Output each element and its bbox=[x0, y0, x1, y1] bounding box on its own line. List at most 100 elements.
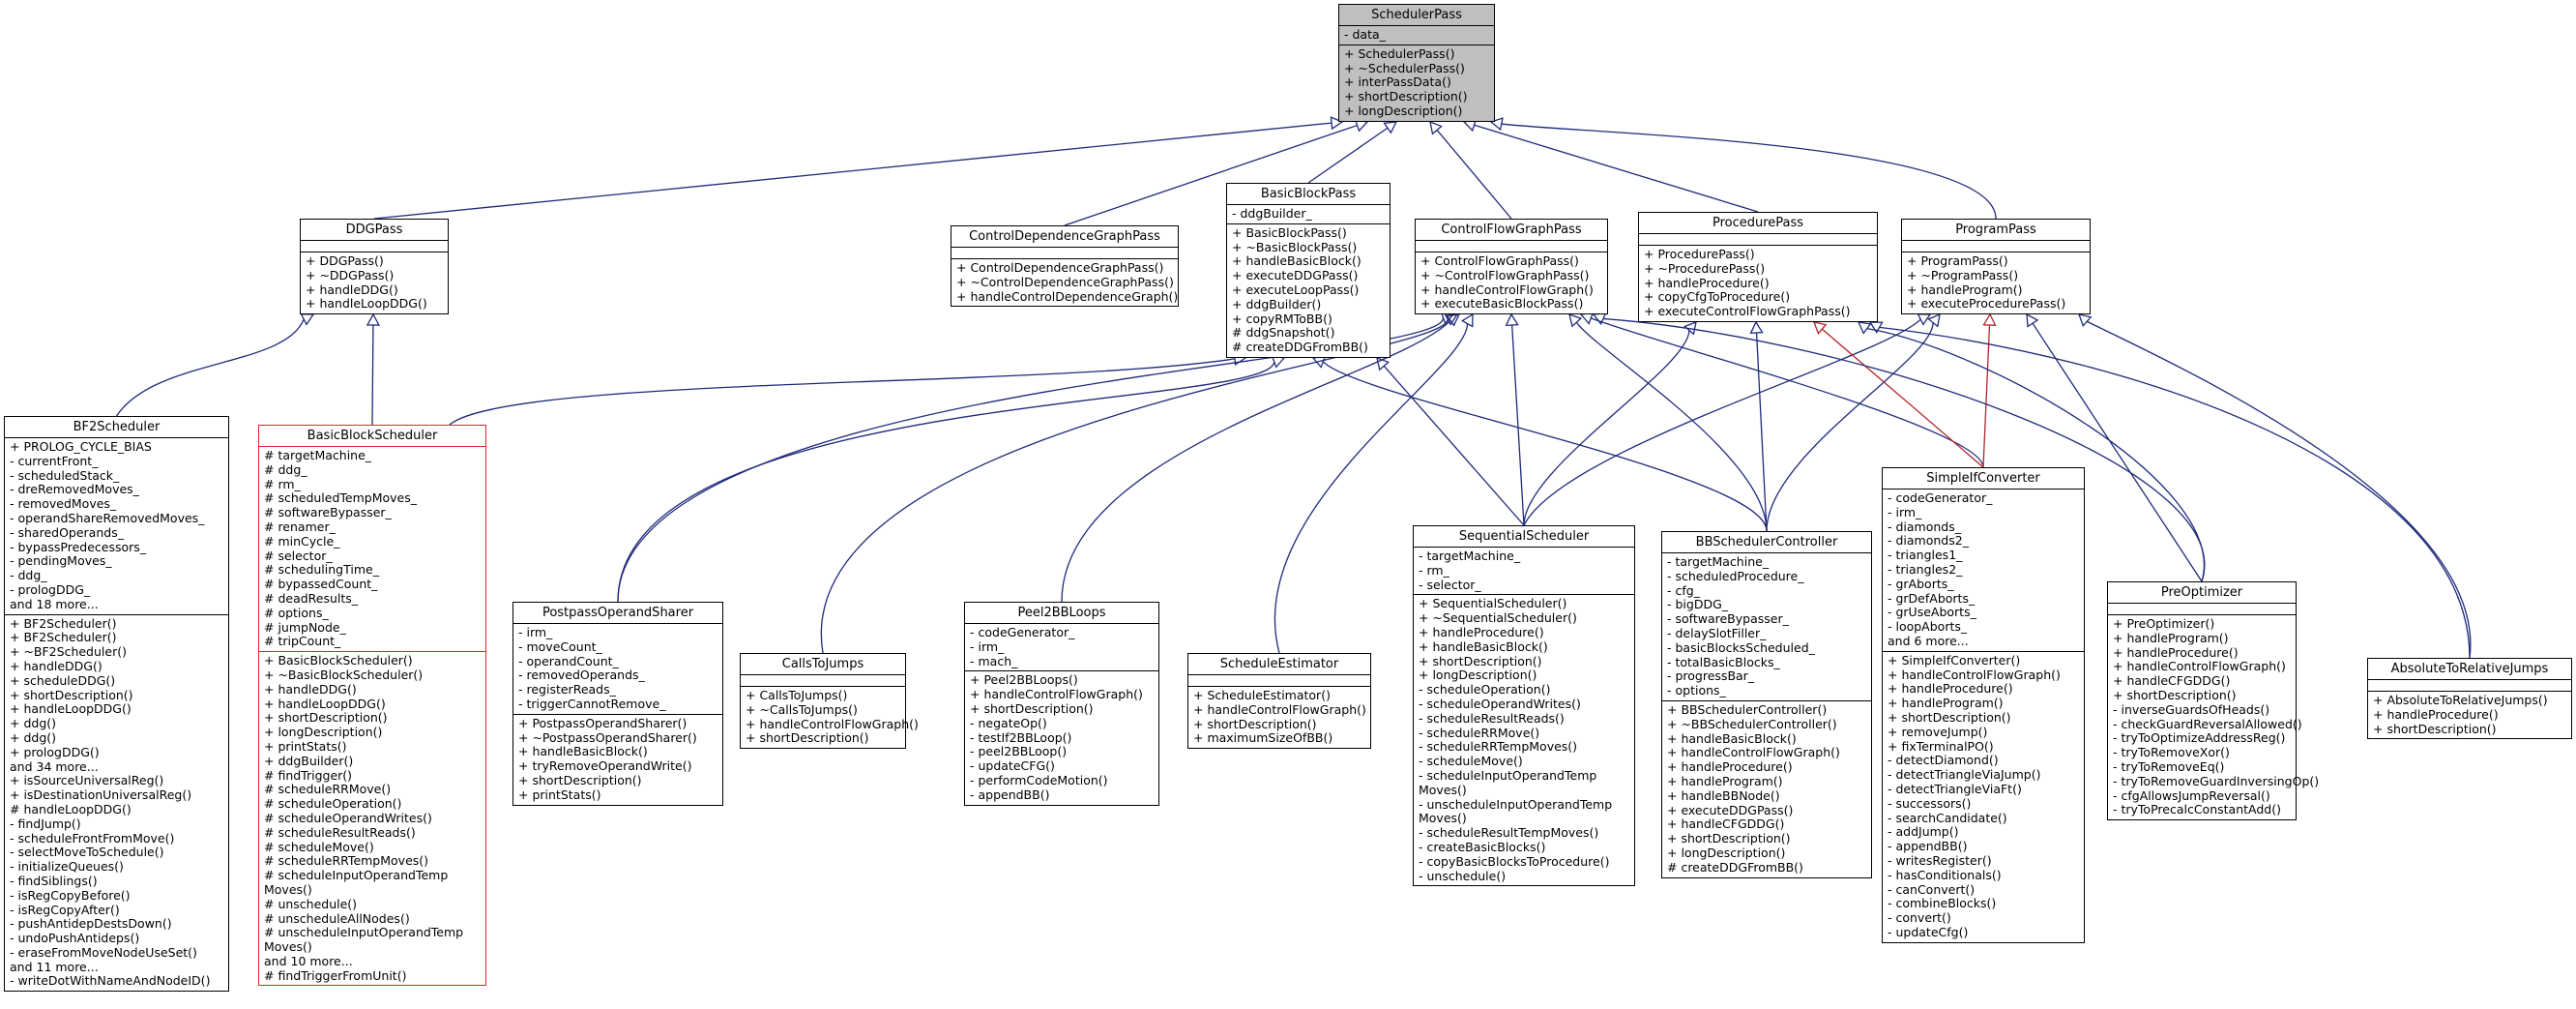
method-line: + Peel2BBLoops() bbox=[970, 672, 1078, 688]
inheritance-arrowhead bbox=[1505, 312, 1519, 327]
method-line: + handleProcedure() bbox=[1644, 275, 1770, 290]
method-line: - scheduleResultTempMoves() bbox=[1419, 825, 1599, 841]
method-line: # unscheduleAllNodes() bbox=[264, 910, 410, 926]
class-node-procedure-pass[interactable]: ProcedurePass+ ProcedurePass()+ ~Procedu… bbox=[1638, 212, 1878, 322]
class-node-simple-if-converter[interactable]: SimpleIfConverter- codeGenerator_- irm_-… bbox=[1882, 467, 2085, 943]
method-line: + handleControlFlowGraph() bbox=[970, 687, 1143, 702]
method-line: + handleProgram() bbox=[1888, 696, 2004, 711]
attribute-line: - triggerCannotRemove_ bbox=[518, 696, 666, 711]
class-node-calls-to-jumps[interactable]: CallsToJumps+ CallsToJumps()+ ~CallsToJu… bbox=[740, 653, 919, 750]
method-line: + ~ControlFlowGraphPass() bbox=[1420, 267, 1590, 282]
edge-procedure-pass-to-scheduler-pass bbox=[1474, 124, 1759, 213]
attribute-line: and 18 more... bbox=[10, 596, 99, 611]
class-node-sequential-scheduler[interactable]: SequentialScheduler- targetMachine_- rm_… bbox=[1413, 525, 1635, 887]
method-line: - tryToOptimizeAddressReg() bbox=[2113, 730, 2286, 746]
method-line: - findSiblings() bbox=[10, 873, 98, 888]
attribute-line: - ddg_ bbox=[10, 568, 47, 583]
class-node-control-flow-graph-pass[interactable]: ControlFlowGraphPass+ ControlFlowGraphPa… bbox=[1415, 219, 1608, 315]
class-node-ddg-pass[interactable]: DDGPass+ DDGPass()+ ~DDGPass()+ handleDD… bbox=[300, 219, 449, 315]
method-line: + executeDDGPass() bbox=[1232, 268, 1359, 283]
class-node-absolute-to-relative-jumps[interactable]: AbsoluteToRelativeJumps + AbsoluteToRelat… bbox=[2367, 658, 2572, 740]
edge-pre-optimizer-to-program-pass bbox=[2032, 322, 2203, 582]
attribute-line: - bypassPredecessors_ bbox=[10, 539, 147, 554]
attribute-line: - moveCount_ bbox=[518, 638, 602, 654]
attribute-line: - options_ bbox=[1667, 683, 1726, 698]
method-line: - negateOp() bbox=[970, 715, 1047, 730]
methods-section: + PreOptimizer()+ handleProgram()+ handl… bbox=[2108, 614, 2319, 819]
attribute-line: - removedOperands_ bbox=[518, 668, 645, 683]
class-name: SequentialScheduler bbox=[1458, 529, 1590, 544]
class-node-schedule-estimator[interactable]: ScheduleEstimator+ ScheduleEstimator()+ … bbox=[1187, 653, 1371, 750]
attribute-line: # jumpNode_ bbox=[264, 619, 346, 635]
method-line: + ~DDGPass() bbox=[306, 267, 395, 282]
class-node-basic-block-scheduler[interactable]: BasicBlockScheduler# targetMachine_# ddg… bbox=[258, 425, 486, 987]
methods-section: + DDGPass()+ ~DDGPass()+ handleDDG()+ ha… bbox=[301, 252, 448, 313]
attributes-section: - ddgBuilder_ bbox=[1227, 204, 1390, 223]
methods-section: + SchedulerPass()+ ~SchedulerPass()+ int… bbox=[1339, 44, 1494, 121]
attribute-line: # bypassedCount_ bbox=[264, 577, 378, 592]
attribute-line: - diamonds2_ bbox=[1888, 533, 1969, 549]
method-line: + ~CallsToJumps() bbox=[746, 701, 858, 717]
method-line: + handleProcedure() bbox=[1419, 624, 1544, 639]
class-name: SchedulerPass bbox=[1371, 8, 1462, 22]
class-node-bb-scheduler-controller[interactable]: BBSchedulerController- targetMachine_- s… bbox=[1661, 531, 1872, 878]
method-line: + handleLoopDDG() bbox=[306, 296, 427, 312]
attributes-section bbox=[1188, 674, 1370, 686]
edge-bb-scheduler-controller-to-basic-block-pass bbox=[1322, 361, 1768, 532]
attribute-line: - irm_ bbox=[970, 638, 1005, 654]
method-line: + handleDDG() bbox=[264, 681, 357, 697]
method-line: + handleControlFlowGraph() bbox=[1667, 745, 1840, 760]
method-line: + longDescription() bbox=[1344, 103, 1463, 118]
method-line: + isDestinationUniversalReg() bbox=[10, 787, 192, 803]
attributes-section: - data_ bbox=[1339, 25, 1494, 45]
method-line: - cfgAllowsJumpReversal() bbox=[2113, 787, 2270, 803]
class-node-control-dependence-graph-pass[interactable]: ControlDependenceGraphPass+ ControlDepen… bbox=[951, 225, 1179, 308]
attribute-line: - progressBar_ bbox=[1667, 668, 1755, 684]
methods-section: + BF2Scheduler()+ BF2Scheduler()+ ~BF2Sc… bbox=[5, 613, 228, 992]
methods-section: + BasicBlockPass()+ ~BasicBlockPass()+ h… bbox=[1227, 223, 1390, 357]
method-line: - updateCFG() bbox=[970, 758, 1055, 774]
method-line: + handleProcedure() bbox=[1888, 681, 2013, 697]
method-line: + shortDescription() bbox=[2113, 687, 2237, 702]
method-line: + ddgBuilder() bbox=[1232, 296, 1322, 312]
class-node-peel2-bb-loops[interactable]: Peel2BBLoops- codeGenerator_- irm_- mach… bbox=[964, 602, 1159, 806]
class-node-pre-optimizer[interactable]: PreOptimizer+ PreOptimizer()+ handleProg… bbox=[2107, 581, 2319, 821]
class-node-program-pass[interactable]: ProgramPass+ ProgramPass()+ ~ProgramPass… bbox=[1901, 219, 2091, 315]
method-line: + handleControlFlowGraph() bbox=[1420, 282, 1594, 297]
method-line: + longDescription() bbox=[264, 725, 383, 740]
method-line: + scheduleDDG() bbox=[10, 672, 116, 688]
method-line: + ~SequentialScheduler() bbox=[1419, 610, 1577, 626]
edge-postpass-operand-sharer-to-control-flow-graph-pass bbox=[617, 317, 1445, 603]
class-node-basic-block-pass[interactable]: BasicBlockPass- ddgBuilder_+ BasicBlockP… bbox=[1226, 183, 1390, 358]
attributes-section bbox=[1902, 240, 2090, 252]
methods-section: + AbsoluteToRelativeJumps()+ handleProce… bbox=[2368, 691, 2571, 738]
method-line: # createDDGFromBB() bbox=[1232, 340, 1368, 355]
method-line: - appendBB() bbox=[1888, 839, 1968, 854]
attributes-section bbox=[2108, 603, 2296, 614]
method-line: - tryToRemoveEq() bbox=[2113, 758, 2225, 774]
method-line: + handleBasicBlock() bbox=[518, 744, 648, 759]
method-line: + handleCFGDDG() bbox=[2113, 673, 2231, 689]
method-line: # unscheduleInputOperandTemp bbox=[264, 925, 464, 940]
method-line: - inverseGuardsOfHeads() bbox=[2113, 701, 2270, 717]
inheritance-arrowhead bbox=[1376, 356, 1390, 371]
method-line: - eraseFromMoveNodeUseSet() bbox=[10, 944, 197, 960]
method-line: + fixTerminalPO() bbox=[1888, 738, 1994, 754]
class-name: AbsoluteToRelativeJumps bbox=[2390, 662, 2549, 676]
attributes-section: # targetMachine_# ddg_# rm_# scheduledTe… bbox=[259, 446, 485, 651]
method-line: + BF2Scheduler() bbox=[10, 630, 117, 645]
attribute-line: - data_ bbox=[1344, 27, 1386, 42]
edge-basic-block-scheduler-to-ddg-pass bbox=[371, 324, 374, 426]
class-name: CallsToJumps bbox=[781, 657, 864, 671]
method-line: + ControlDependenceGraphPass() bbox=[956, 260, 1164, 275]
attribute-line: - irm_ bbox=[1888, 504, 1922, 519]
class-node-bf2-scheduler[interactable]: BF2Scheduler+ PROLOG_CYCLE_BIAS- current… bbox=[4, 416, 229, 993]
attribute-line: # rm_ bbox=[264, 476, 301, 491]
method-line: + ~ProcedurePass() bbox=[1644, 260, 1766, 276]
method-line: + shortDescription() bbox=[10, 687, 133, 702]
method-line: - selectMoveToSchedule() bbox=[10, 845, 164, 860]
method-line: + handleCFGDDG() bbox=[1667, 816, 1785, 832]
class-node-scheduler-pass[interactable]: SchedulerPass - data_ + SchedulerPass()+ ~… bbox=[1338, 4, 1495, 122]
class-node-postpass-operand-sharer[interactable]: PostpassOperandSharer- irm_- moveCount_-… bbox=[512, 602, 723, 806]
